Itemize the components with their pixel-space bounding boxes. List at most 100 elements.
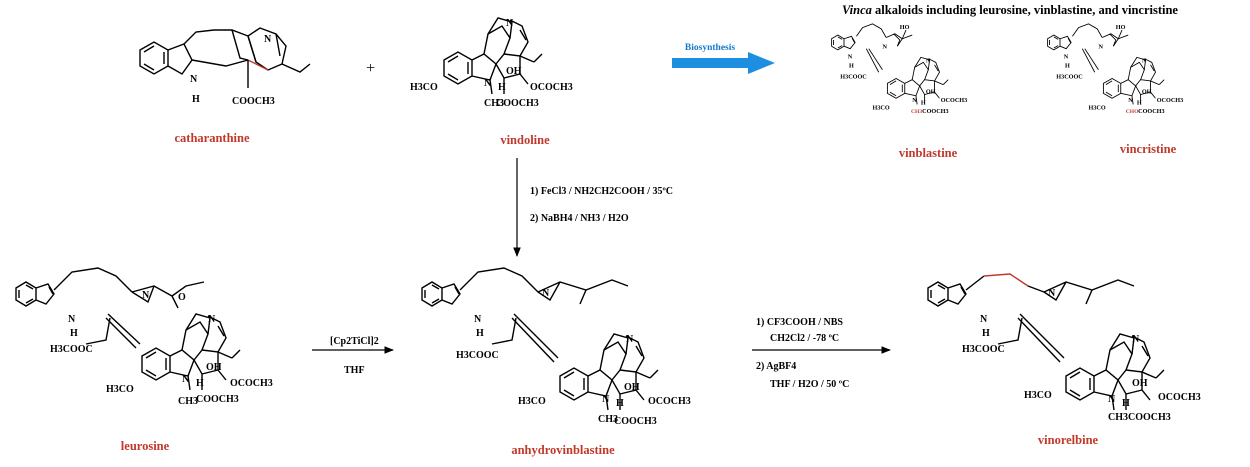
- vincristine-oh: OH: [1142, 88, 1152, 95]
- vincristine-ho: HO: [1116, 24, 1126, 31]
- biosynthesis-label: Biosynthesis: [685, 43, 735, 53]
- anhydrovinblastine-structure: N N H H3COOC N H3CO N H CH3 OH OCOCH3 CO…: [421, 267, 691, 427]
- anhydrovinblastine-ester: COOCH3: [614, 416, 657, 427]
- vincristine-ester-top: H3COOC: [1056, 73, 1082, 80]
- plus-sign: +: [366, 60, 375, 77]
- contraction-step1a: 1) CF3COOH / NBS: [756, 317, 843, 328]
- anhydrovinblastine-ester-top: H3COOC: [456, 350, 499, 361]
- vinblastine-n1: N: [882, 44, 887, 51]
- vincristine-ester: COOCH3: [1138, 108, 1164, 115]
- vinorelbine-ch3: CH3: [1108, 412, 1128, 423]
- vincristine-nh-h: H: [1065, 62, 1070, 69]
- vinblastine-n2: N: [926, 57, 931, 64]
- leurosine-structure: N O N H H3COOC N H3CO N H CH3 OH OCOCH3 …: [15, 267, 273, 407]
- vinblastine-oac: OCOCH3: [941, 97, 967, 104]
- contraction-step2a: 2) AgBF4: [756, 361, 796, 372]
- contraction-step1b: CH2Cl2 / -78 ºC: [770, 333, 839, 344]
- anhydrovinblastine-nh-h: H: [476, 328, 484, 339]
- vinblastine-n3: N: [912, 97, 917, 104]
- vinorelbine-ester: COOCH3: [1128, 412, 1171, 423]
- vindoline-structure: H3CO N N CH3 H OH OCOCH3 COOCH3: [410, 17, 573, 109]
- catharanthine-n: N: [264, 34, 272, 45]
- vindoline-oac: OCOCH3: [530, 82, 573, 93]
- leurosine-oh: OH: [206, 362, 222, 373]
- leurosine-nh-h: H: [70, 328, 78, 339]
- anhydrovinblastine-n3: N: [602, 394, 610, 405]
- leurosine-n3: N: [182, 374, 190, 385]
- vindoline-ch3: CH3: [484, 98, 504, 109]
- vincristine-oac: OCOCH3: [1157, 97, 1183, 104]
- anhydrovinblastine-ch3: CH3: [598, 414, 618, 425]
- vincristine-n2: N: [1142, 57, 1147, 64]
- vinorelbine-n3: N: [1108, 394, 1116, 405]
- vinblastine-methoxy: H3CO: [873, 104, 890, 111]
- catharanthine-label: catharanthine: [175, 131, 250, 145]
- vinblastine-structure: HO N N H H3COOC N H3CO N H CH3 OH OCOCH3…: [831, 23, 967, 115]
- vinorelbine-methoxy: H3CO: [1024, 390, 1052, 401]
- vinblastine-ester-top: H3COOC: [840, 73, 866, 80]
- vincristine-n3: N: [1128, 97, 1133, 104]
- vinblastine-nh-h: H: [849, 62, 854, 69]
- vincristine-label: vincristine: [1120, 142, 1177, 156]
- vinorelbine-structure: N N H H3COOC N H3CO N H CH3 OH OCOCH3 CO…: [927, 273, 1201, 423]
- leurosine-ester: COOCH3: [196, 394, 239, 405]
- vinblastine-nh-n: N: [848, 54, 853, 61]
- catharanthine-nh-h: H: [192, 94, 200, 105]
- vindoline-h: H: [498, 82, 506, 93]
- vindoline-oh: OH: [506, 66, 522, 77]
- catharanthine-nh-n: N: [190, 74, 198, 85]
- deoxygenation-reagent: [Cp2TiCl]2: [330, 336, 379, 347]
- anhydrovinblastine-oh: OH: [624, 382, 640, 393]
- vinblastine-ch3: CH3: [911, 109, 922, 115]
- vinorelbine-oh: OH: [1132, 378, 1148, 389]
- anhydrovinblastine-h: H: [616, 398, 624, 409]
- deoxygenation-solvent: THF: [344, 365, 365, 376]
- vindoline-n-ring: N: [506, 18, 514, 29]
- vincristine-structure: HO N N H H3COOC N H3CO N H CHO OH OCOCH3…: [1047, 23, 1183, 115]
- anhydrovinblastine-n2: N: [626, 334, 634, 345]
- vinblastine-oh: OH: [926, 88, 936, 95]
- leurosine-nh-n: N: [68, 314, 76, 325]
- vinorelbine-h: H: [1122, 398, 1130, 409]
- leurosine-o: O: [178, 292, 186, 303]
- vindoline-label: vindoline: [500, 133, 550, 147]
- vindoline-n-me: N: [484, 78, 492, 89]
- anhydrovinblastine-label: anhydrovinblastine: [511, 443, 615, 457]
- vinorelbine-nh-h: H: [982, 328, 990, 339]
- anhydrovinblastine-nh-n: N: [474, 314, 482, 325]
- header-title: Vinca alkaloids including leurosine, vin…: [842, 3, 1178, 17]
- vinorelbine-label: vinorelbine: [1038, 433, 1099, 447]
- vinblastine-ester: COOCH3: [922, 108, 948, 115]
- vinblastine-h: H: [921, 99, 926, 106]
- vincristine-cho: CHO: [1126, 109, 1139, 115]
- leurosine-methoxy: H3CO: [106, 384, 134, 395]
- contraction-step2b: THF / H2O / 50 ºC: [770, 379, 849, 390]
- coupling-step1: 1) FeCl3 / NH2CH2COOH / 35ºC: [530, 186, 673, 197]
- vincristine-n1: N: [1098, 44, 1103, 51]
- vinorelbine-nh-n: N: [980, 314, 988, 325]
- coupling-step2: 2) NaBH4 / NH3 / H2O: [530, 213, 629, 224]
- anhydrovinblastine-oac: OCOCH3: [648, 396, 691, 407]
- leurosine-n2: N: [208, 314, 216, 325]
- anhydrovinblastine-n1: N: [542, 288, 550, 299]
- leurosine-n1: N: [142, 290, 150, 301]
- biosynthesis-arrow: Biosynthesis: [672, 43, 775, 74]
- leurosine-ch3: CH3: [178, 396, 198, 407]
- catharanthine-structure: N H N COOCH3: [139, 27, 311, 107]
- vincristine-h: H: [1137, 99, 1142, 106]
- vinblastine-ho: HO: [900, 24, 910, 31]
- leurosine-oac: OCOCH3: [230, 378, 273, 389]
- leurosine-ester-top: H3COOC: [50, 344, 93, 355]
- vinorelbine-n1: N: [1048, 288, 1056, 299]
- vinorelbine-oac: OCOCH3: [1158, 392, 1201, 403]
- vincristine-nh-n: N: [1064, 54, 1069, 61]
- leurosine-label: leurosine: [121, 439, 170, 453]
- vindoline-ester: COOCH3: [496, 98, 539, 109]
- vinorelbine-n2: N: [1132, 334, 1140, 345]
- vinorelbine-ester-top: H3COOC: [962, 344, 1005, 355]
- vindoline-methoxy: H3CO: [410, 82, 438, 93]
- catharanthine-ester: COOCH3: [232, 96, 275, 107]
- anhydrovinblastine-methoxy: H3CO: [518, 396, 546, 407]
- leurosine-h: H: [196, 378, 204, 389]
